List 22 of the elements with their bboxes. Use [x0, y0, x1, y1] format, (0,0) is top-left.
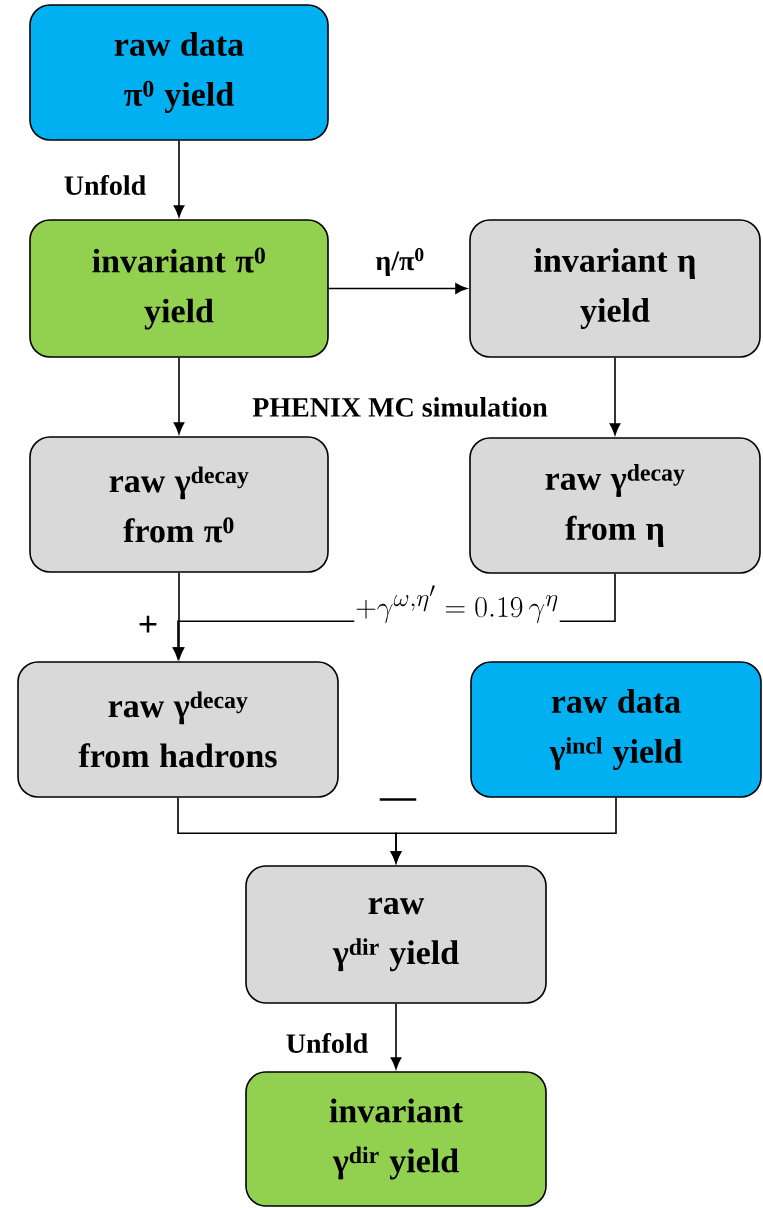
operator-sign: — [379, 798, 417, 801]
arrow [609, 357, 621, 436]
arrow [173, 357, 185, 435]
process-box: raw γ$^{decay}$ from η [469, 437, 761, 574]
process-box: invariant π$^{0}$ yield [29, 219, 329, 358]
edge-label: η/π$^{0}$ [374, 247, 426, 277]
edge-label: Unfold [62, 174, 148, 196]
process-box: raw γ$^{dir}$ yield [245, 865, 547, 1004]
annotation-text: PHENIX MC simulation [252, 397, 548, 417]
edge-label: Unfold [284, 1032, 370, 1054]
arrow [390, 1003, 402, 1070]
process-box: invariant γ$^{dir}$ yield [245, 1071, 547, 1207]
process-box: invariant η yield [469, 219, 761, 358]
process-box: raw γ$^{decay}$ from π$^{0}$ [29, 436, 329, 573]
operator-sign: + [139, 615, 157, 633]
edge-label: $+\gamma^{\omega,\eta'}= 0.19\,\gamma^{\eta}$ [354, 584, 560, 624]
arrow [390, 797, 617, 864]
process-box: raw γ$^{decay}$ from hadrons [17, 661, 339, 798]
process-box: raw data π$^{0}$ yield [29, 4, 329, 141]
process-box: raw data γ$^{incl}$ yield [470, 661, 762, 798]
arrow [173, 140, 185, 218]
arrow [328, 283, 468, 294]
